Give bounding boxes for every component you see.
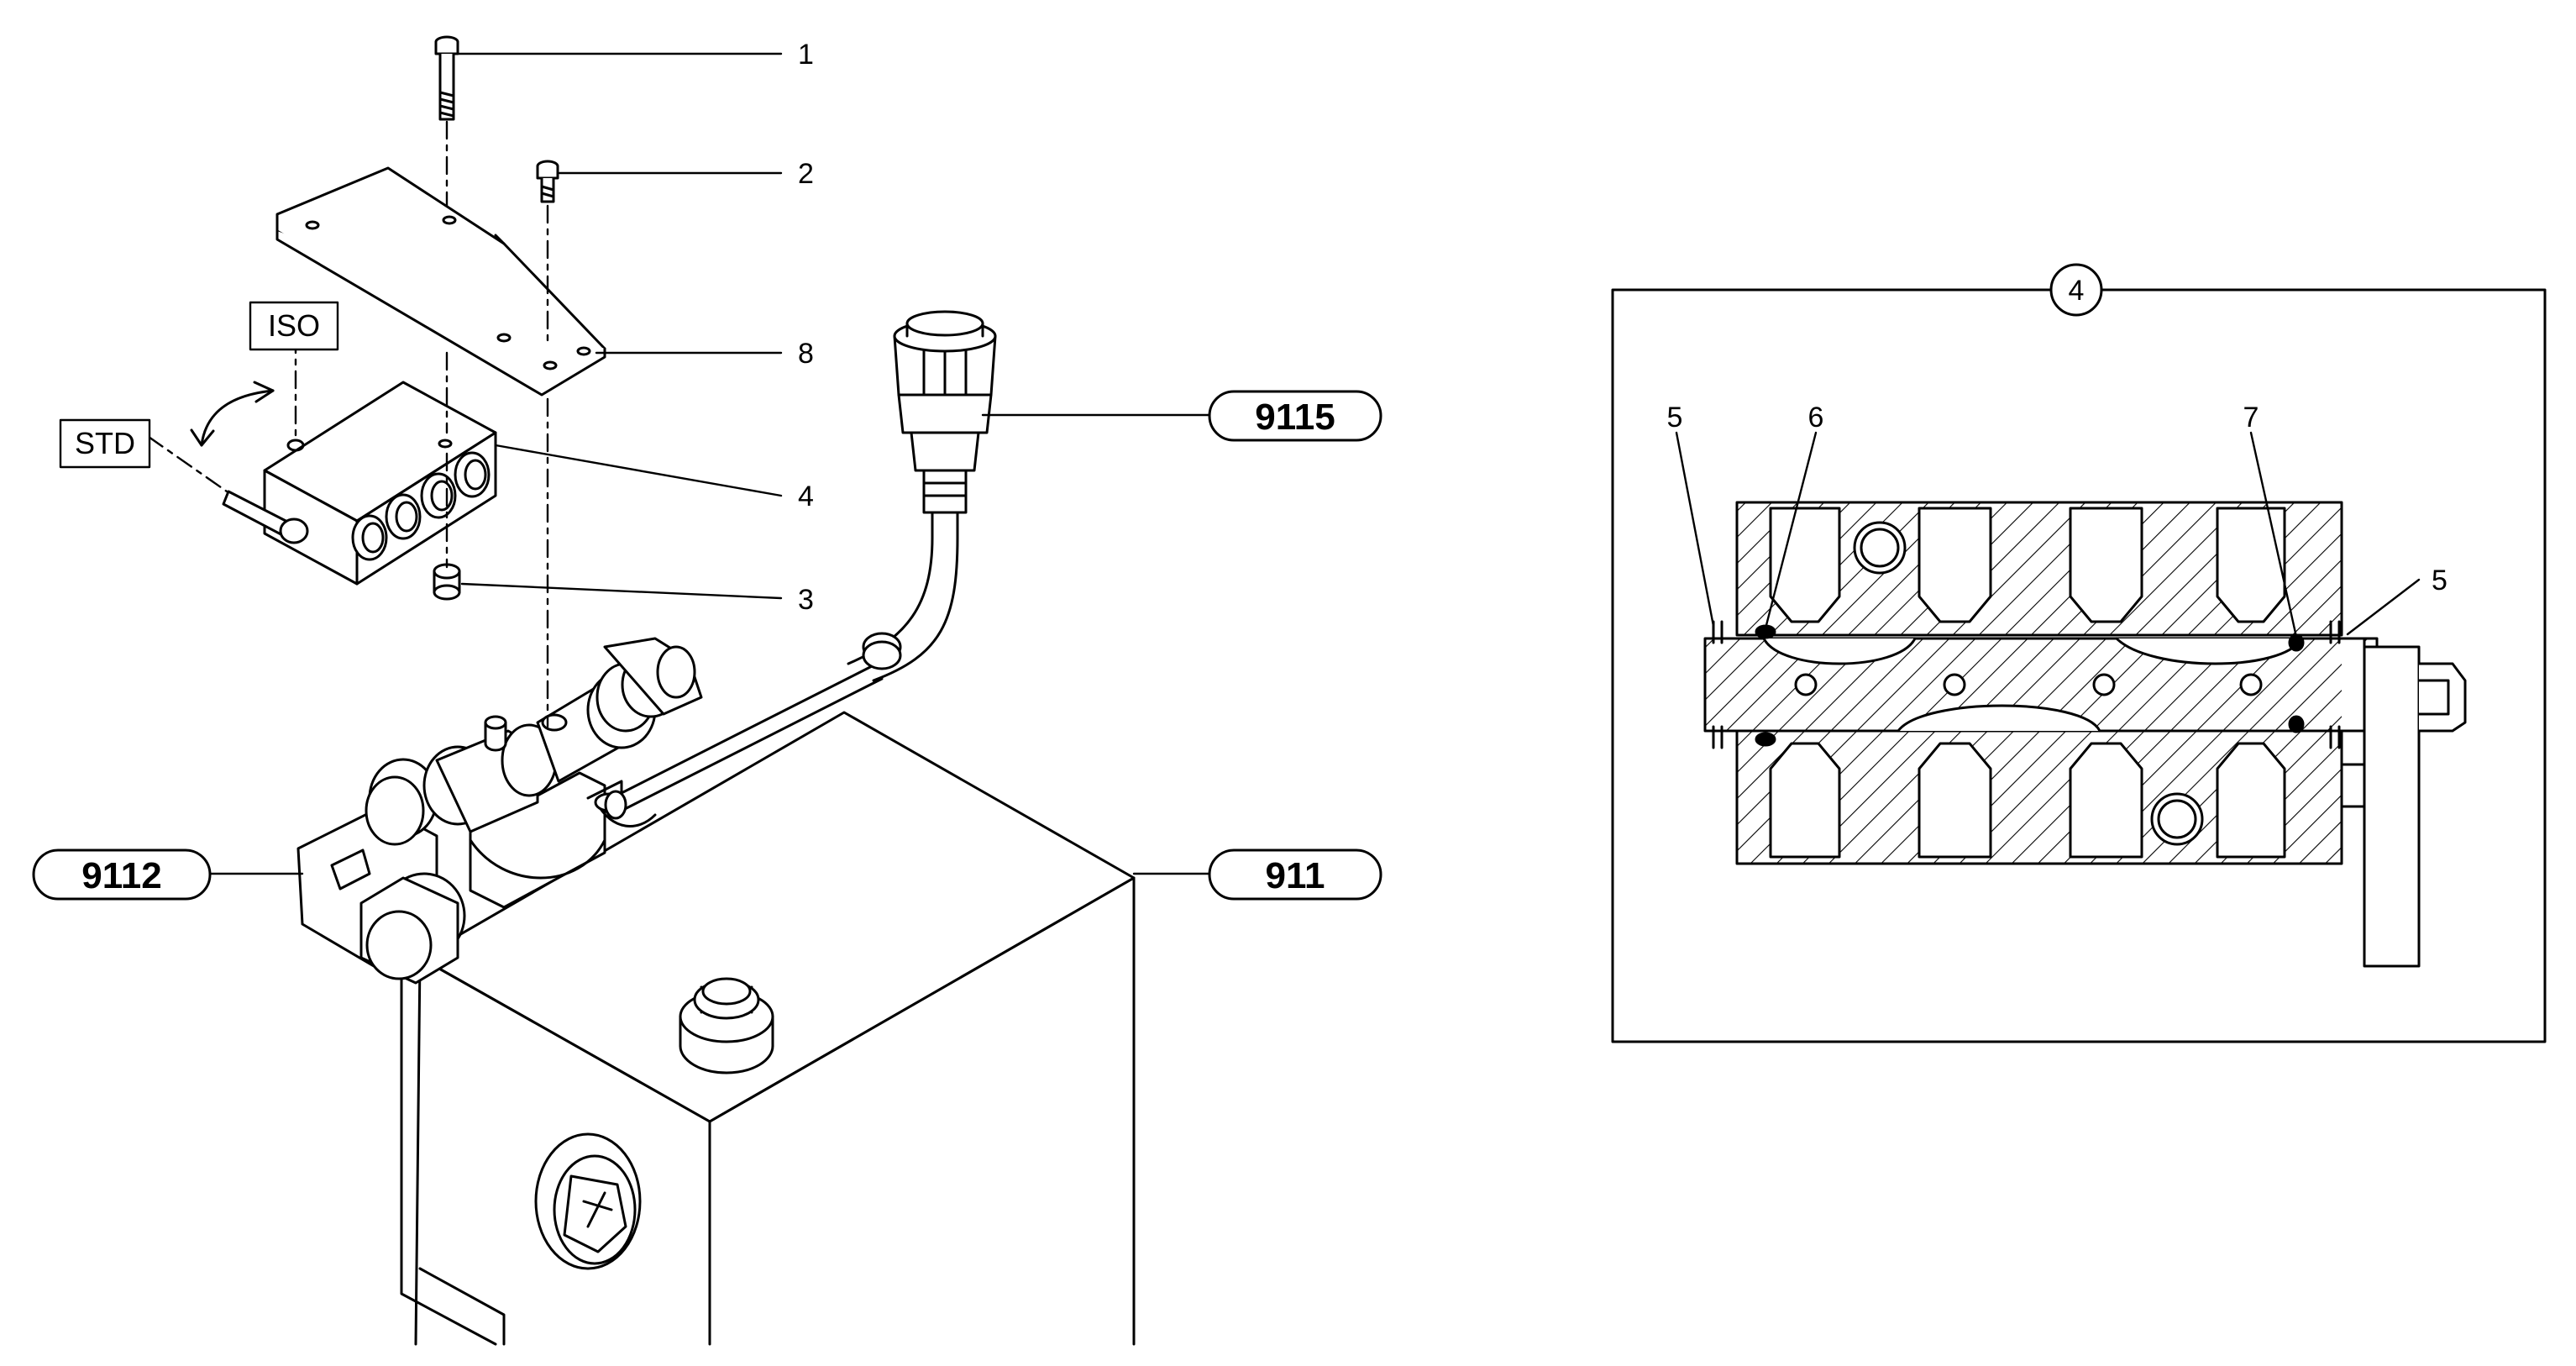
oil-tank bbox=[400, 711, 1136, 1346]
filler-cap-icon bbox=[679, 977, 774, 1074]
std-box bbox=[59, 418, 151, 469]
valve-block-4 bbox=[222, 381, 497, 586]
inset-callout-7: 7 bbox=[2243, 402, 2259, 433]
filter-hose-assembly bbox=[604, 310, 997, 820]
inset-callout-5-right: 5 bbox=[2432, 565, 2447, 596]
leader-lines bbox=[191, 52, 1211, 875]
drain-plug-icon bbox=[534, 1132, 642, 1270]
cover-plate-8 bbox=[275, 166, 606, 397]
assembly-centerlines bbox=[147, 120, 549, 728]
inset-callout-labels: 4 5 6 7 5 bbox=[1667, 275, 2447, 596]
pump-assembly bbox=[296, 637, 703, 985]
nut-3-icon bbox=[433, 563, 461, 601]
ref-pill-911 bbox=[1208, 848, 1382, 901]
bolt-1-icon bbox=[434, 35, 459, 121]
inset-callout-6: 6 bbox=[1808, 402, 1824, 433]
callout-8: 8 bbox=[798, 338, 814, 370]
callout-4: 4 bbox=[798, 481, 814, 512]
ref-9112: 9112 bbox=[81, 855, 161, 896]
callout-3: 3 bbox=[798, 584, 814, 616]
callout-2: 2 bbox=[798, 158, 814, 190]
ref-pill-9112 bbox=[32, 848, 212, 901]
ref-pill-9115 bbox=[1208, 390, 1382, 442]
inset-callout-5-left: 5 bbox=[1667, 402, 1683, 433]
inset-callout-4: 4 bbox=[2069, 275, 2085, 307]
bolt-2-icon bbox=[536, 160, 559, 203]
inset-callout-circle bbox=[2049, 263, 2103, 317]
section-detail-inset bbox=[1611, 263, 2547, 1043]
rotation-arrow bbox=[200, 389, 275, 447]
iso-box bbox=[249, 301, 339, 351]
std-label: STD bbox=[75, 426, 135, 460]
ref-9115: 9115 bbox=[1255, 397, 1335, 438]
ref-911: 911 bbox=[1266, 855, 1325, 896]
callout-1: 1 bbox=[798, 39, 814, 71]
callout-labels: 1 2 8 4 3 bbox=[798, 39, 814, 616]
iso-label: ISO bbox=[268, 308, 320, 343]
